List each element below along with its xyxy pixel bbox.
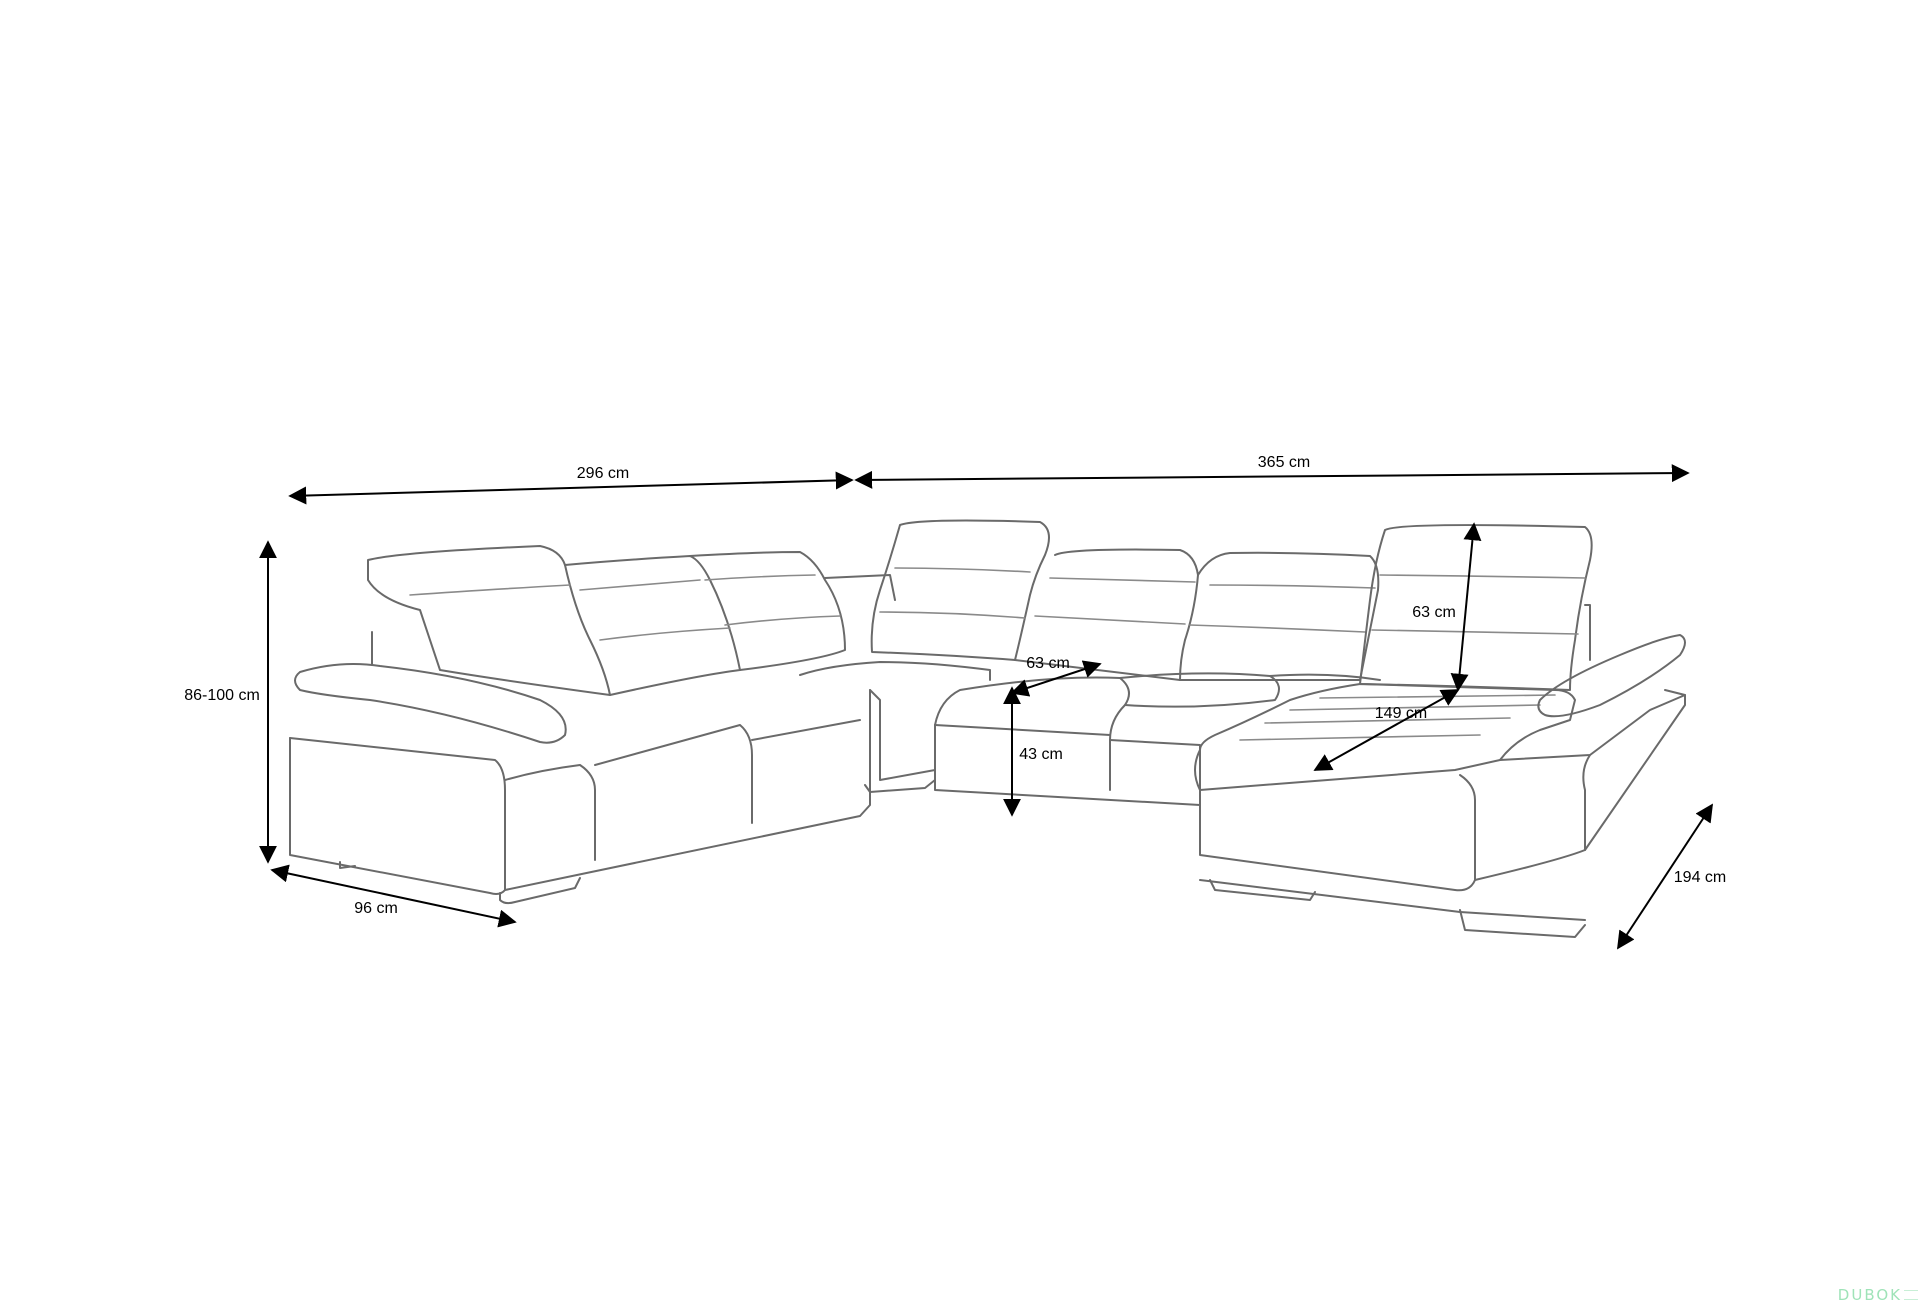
label-seat-depth: 63 cm: [1026, 655, 1070, 672]
dim-line-width-left: [288, 471, 854, 505]
left-seat-front-2: [594, 724, 753, 824]
dim-line-depth-right: [1617, 803, 1713, 950]
right-back-1: [1014, 548, 1199, 681]
left-back-2: [564, 555, 741, 696]
dim-line-seat-depth: [1010, 660, 1102, 697]
right-base-front: [934, 769, 1201, 806]
label-width-left: 296 cm: [577, 465, 629, 482]
right-seat-2-top: [1269, 673, 1381, 681]
right-arm: [1537, 634, 1686, 718]
right-seat-2: [1119, 672, 1280, 708]
chaise-side: [1474, 694, 1686, 881]
right-back-1-seam-a: [1049, 577, 1196, 583]
dim-line-chaise-length: [1313, 689, 1460, 771]
corner-front: [869, 689, 936, 781]
right-seat-1-front: [934, 724, 1111, 736]
label-depth-left: 96 cm: [354, 900, 398, 917]
left-back-3-seam-a: [704, 574, 816, 581]
left-arm: [294, 663, 567, 744]
right-back-1-seam-b: [1034, 615, 1186, 625]
left-back-3: [689, 551, 846, 671]
chaise-side-top: [1499, 689, 1686, 761]
chaise-top: [1194, 683, 1576, 791]
left-headrest-1-seam: [409, 584, 571, 596]
right-seat-2-front: [1109, 739, 1201, 806]
right-back-2-seam-b: [1189, 624, 1366, 633]
right-foot-1: [1209, 879, 1316, 901]
label-height: 86-100 cm: [184, 687, 260, 704]
chaise-side-inner: [1582, 754, 1591, 851]
left-base: [289, 689, 871, 895]
right-headrest-seam-a: [1379, 574, 1586, 579]
left-base-top: [289, 737, 506, 891]
label-depth-right: 194 cm: [1674, 869, 1726, 886]
corner-headrest-seam-b: [879, 611, 1026, 619]
left-back-2-seam-b: [599, 627, 731, 641]
chaise-seam-1: [1239, 734, 1481, 741]
chaise-bottom: [1199, 879, 1586, 921]
sofa-outline: [289, 519, 1686, 938]
right-seat-1: [934, 676, 1130, 791]
right-back-side: [1584, 604, 1591, 661]
right-headrest: [1359, 524, 1593, 691]
label-chaise-length: 149 cm: [1375, 705, 1427, 722]
corner-top: [824, 574, 896, 601]
chaise-front: [1199, 774, 1476, 892]
left-back-2-seam-a: [579, 579, 701, 591]
dim-line-width-right: [854, 464, 1690, 489]
right-back-2-seam-a: [1209, 584, 1376, 589]
corner-foot: [864, 779, 936, 793]
watermark-logo: DUBOK: [1837, 1286, 1902, 1304]
dimension-lines: [259, 464, 1713, 950]
corner-headrest-seam-a: [894, 567, 1031, 573]
right-foot-2: [1459, 909, 1586, 938]
label-backrest-height: 63 cm: [1412, 604, 1456, 621]
watermark-mark-icon: [1904, 1290, 1918, 1300]
chaise-seam-4: [1319, 694, 1556, 699]
left-headrest-1: [367, 545, 611, 696]
dim-line-backrest-height: [1450, 522, 1482, 692]
label-width-right: 365 cm: [1258, 454, 1310, 471]
left-seat-front: [504, 764, 596, 861]
corner-headrest: [870, 519, 1050, 661]
dimension-labels: 296 cm 365 cm 86-100 cm 96 cm 194 cm 63 …: [184, 454, 1726, 917]
right-headrest-seam-b: [1371, 629, 1579, 635]
label-seat-height: 43 cm: [1019, 746, 1063, 763]
left-back-3-seam-b: [724, 615, 841, 626]
right-back-2: [1179, 551, 1380, 682]
dim-line-depth-left: [270, 864, 517, 928]
corner-seat: [799, 661, 991, 681]
left-seat-front-3: [751, 719, 861, 741]
